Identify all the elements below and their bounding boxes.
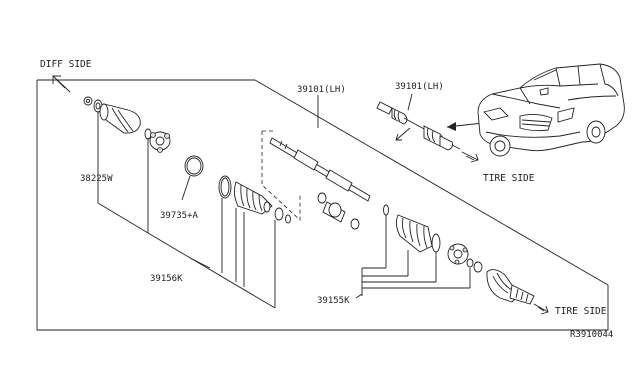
shaft-assembly-label: 39101(LH): [297, 85, 346, 95]
joint-kit-label: 38225W: [80, 174, 113, 184]
tire-side-lower-arrow-icon: [533, 303, 549, 315]
inset-pointer-arrow-icon: [395, 127, 411, 141]
inner-joint-group: [83, 96, 171, 153]
tire-side-upper-label: TIRE SIDE: [483, 173, 535, 184]
tire-side-upper-arrow-icon: [461, 151, 479, 163]
boot-kit-inner-label: 39156K: [150, 274, 183, 284]
snap-ring-label: 39735+A: [160, 211, 199, 221]
diff-side-label: DIFF SIDE: [40, 59, 92, 70]
inset-shaft: [376, 93, 461, 151]
diagram-code: R3910044: [570, 330, 613, 340]
outer-boot-group: [383, 204, 535, 305]
shaft-assembly-inset-label: 39101(LH): [395, 82, 444, 92]
leader-lines: [97, 112, 471, 309]
inner-boot-group: [218, 175, 291, 224]
vehicle-icon: [477, 63, 625, 157]
boot-kit-outer-label: 39155K: [317, 296, 350, 306]
diff-side-arrow-icon: [52, 75, 71, 93]
shaft-dashed-box: [261, 130, 301, 221]
snap-ring: [184, 155, 204, 177]
damper-group: [317, 192, 360, 230]
drive-shaft: [269, 137, 371, 202]
diagram-frame: [36, 79, 609, 331]
tire-side-lower-label: TIRE SIDE: [555, 306, 607, 317]
